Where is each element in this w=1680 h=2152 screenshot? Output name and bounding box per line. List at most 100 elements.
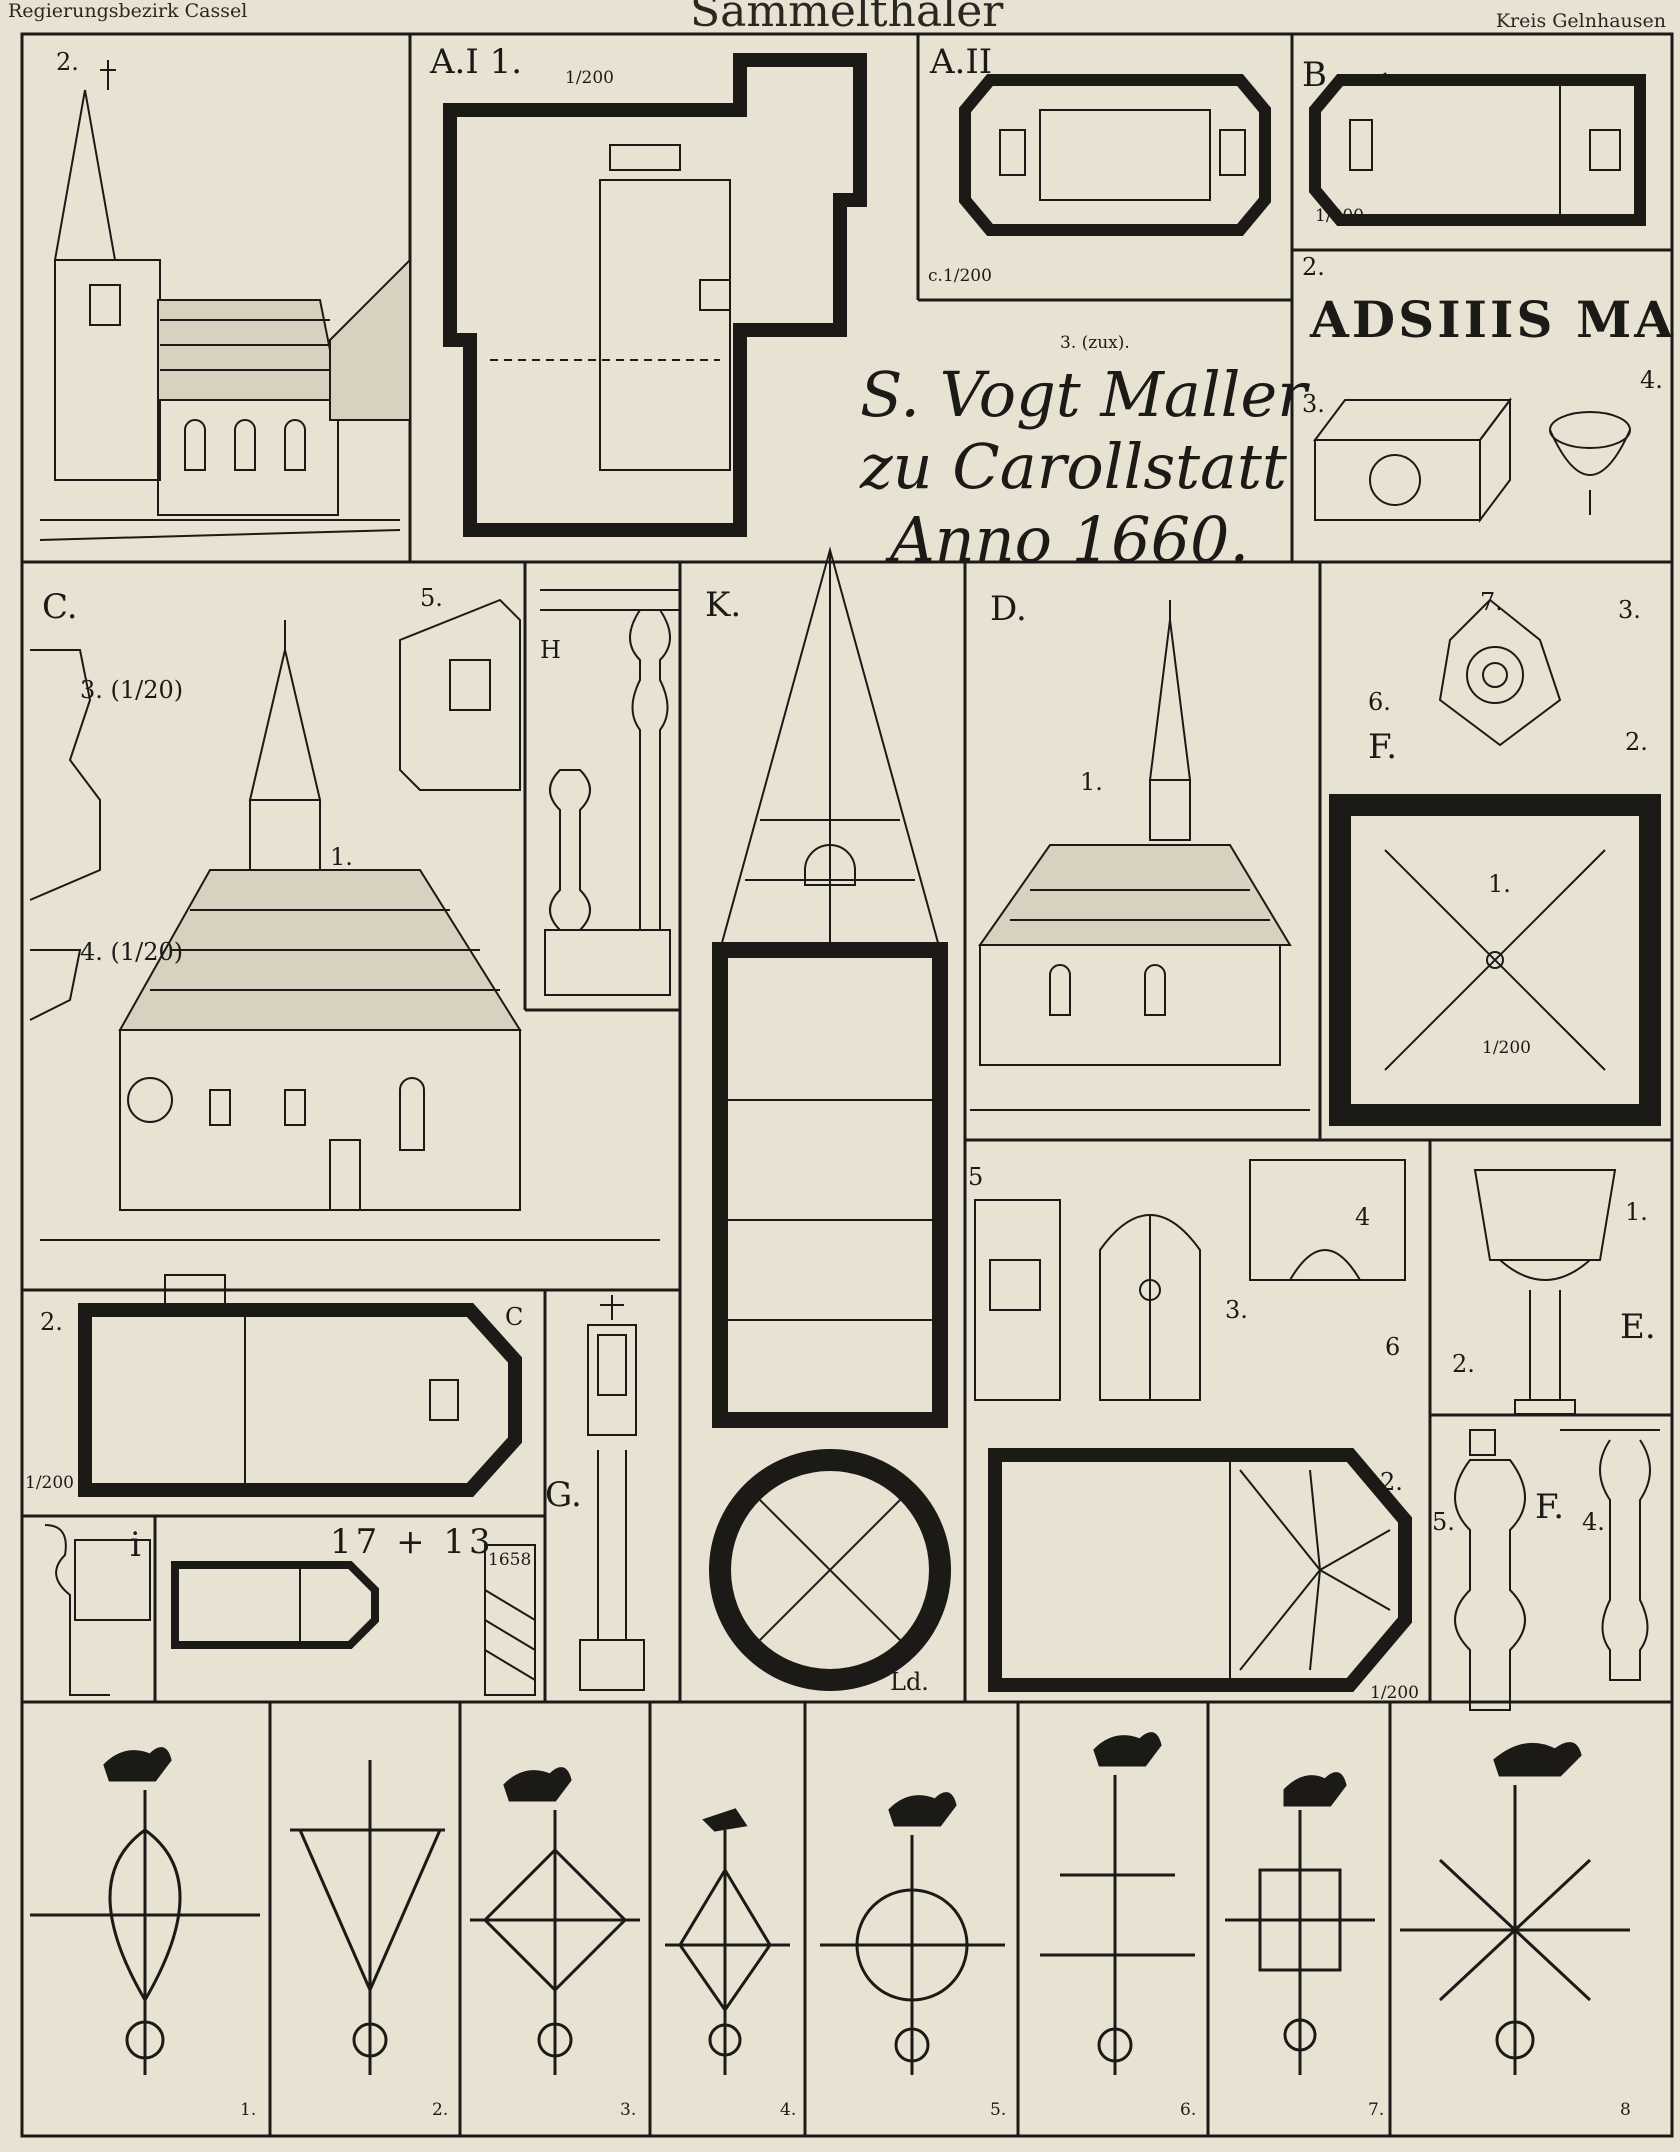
label-c: C.: [42, 587, 78, 627]
vault-plan-f1: [1329, 794, 1661, 1126]
label-a2-plan: A.II: [930, 42, 993, 82]
label-d6: 6: [1385, 1333, 1401, 1361]
church-sketch-d: [970, 600, 1310, 1111]
label-f-bottom: F.: [1535, 1487, 1565, 1527]
label-f5: 5.: [1432, 1508, 1455, 1536]
weathervane-3: [470, 1767, 640, 2075]
rosette-f7: [1438, 598, 1562, 747]
label-c-plan-c: C: [505, 1303, 524, 1331]
label-g: G.: [545, 1475, 582, 1515]
label-a1: A.I 1.: [430, 42, 523, 82]
label-b3: 3.: [1302, 390, 1325, 418]
label-c-plan2: 2.: [40, 1308, 63, 1336]
label-a2: 2.: [56, 48, 79, 76]
label-e: E.: [1620, 1307, 1656, 1347]
pew-c5: [399, 598, 521, 791]
church-sketch-a: [39, 60, 411, 541]
label-h: H: [540, 636, 561, 664]
post-f4: [1560, 1429, 1660, 1681]
outer-frame: [20, 32, 1674, 2138]
floorplan-a2: [959, 74, 1271, 236]
label-b4: 4.: [1640, 366, 1663, 394]
inscription-b2: ADSIIIS MA: [1310, 290, 1677, 349]
stone-box-b3: [1313, 397, 1512, 523]
label-c4: 4. (1/20): [80, 938, 184, 966]
carved-post: [484, 1544, 536, 1696]
label-d4: 4: [1355, 1203, 1371, 1231]
weathervane-label-4: 4.: [780, 2100, 797, 2120]
stone-bowl-b4: [1549, 411, 1631, 515]
baptismal-font-e1: [1473, 1169, 1617, 1415]
label-f6: 6.: [1368, 688, 1391, 716]
label-f-top: F.: [1368, 727, 1398, 767]
label-c1: 1.: [330, 843, 353, 871]
header-title: Sammelthaler: [690, 0, 1004, 37]
label-b-scale: 1/200: [1315, 206, 1364, 226]
label-i: i: [130, 1525, 141, 1565]
label-d: D.: [990, 589, 1027, 629]
label-d-scale: 1/200: [1370, 1683, 1419, 1703]
floorplan-c2: [78, 1274, 522, 1497]
label-f4: 4.: [1582, 1508, 1605, 1536]
weathervane-4: [665, 1808, 790, 2075]
church-sketch-c: [40, 620, 660, 1241]
label-d5: 5: [968, 1163, 984, 1191]
weathervane-label-2: 2.: [432, 2100, 449, 2120]
tower-section-k: [709, 546, 951, 1691]
weathervane-label-5: 5.: [990, 2100, 1007, 2120]
label-d2: 2.: [1380, 1468, 1403, 1496]
label-f-scale: 1/200: [1482, 1038, 1531, 1058]
weathervane-2: [290, 1760, 445, 2075]
label-f2: 2.: [1625, 728, 1648, 756]
baluster-f5: [1454, 1429, 1526, 1711]
handwriting-line-3: Anno 1660.: [890, 503, 1250, 576]
label-k: K.: [705, 585, 742, 625]
floorplan-b1: [1309, 74, 1646, 226]
label-f7: 7.: [1480, 588, 1503, 616]
label-c5: 5.: [420, 584, 443, 612]
floorplan-a1: [443, 53, 867, 537]
weathervane-label-6: 6.: [1180, 2100, 1197, 2120]
weathervane-1: [30, 1747, 260, 2075]
label-zux: 3. (zux).: [1060, 333, 1130, 353]
weathervane-label-7: 7.: [1368, 2100, 1385, 2120]
label-b: B.: [1302, 55, 1338, 95]
weathervane-row: [30, 1732, 1630, 2075]
wall-cupboard-d5: [974, 1199, 1061, 1401]
label-a1-scale: 1/200: [565, 68, 614, 88]
label-c-plan-scale: 1/200: [25, 1473, 74, 1493]
floorplan-d2: [988, 1448, 1412, 1692]
label-a2-scale: c.1/200: [928, 266, 992, 286]
weathervane-label-3: 3.: [620, 2100, 637, 2120]
moulding-i: [44, 1524, 151, 1696]
label-b1: 1.: [1380, 70, 1397, 90]
floorplan-small: [171, 1561, 379, 1649]
monogram: Ld.: [890, 1668, 929, 1696]
door-d3: [1099, 1214, 1201, 1401]
label-e1: 1.: [1625, 1198, 1648, 1226]
date-post: 1658: [488, 1550, 532, 1570]
label-e2: 2.: [1452, 1350, 1475, 1378]
weathervane-6: [1040, 1732, 1195, 2075]
label-c3: 3. (1/20): [80, 676, 184, 704]
panel-d4: [1249, 1159, 1406, 1281]
column-g: [579, 1295, 645, 1691]
label-d1: 1.: [1080, 768, 1103, 796]
header-region: Regierungsbezirk Cassel: [8, 0, 248, 22]
header-district: Kreis Gelnhausen: [1495, 10, 1666, 32]
weathervane-5: [820, 1792, 1005, 2075]
weathervane-label-1: 1.: [240, 2100, 257, 2120]
label-f3: 3.: [1618, 596, 1641, 624]
label-f1: 1.: [1488, 870, 1511, 898]
date-stone: 17 + 13: [330, 1522, 495, 1562]
weathervane-7: [1225, 1772, 1375, 2075]
moulding-profiles-c: [29, 649, 101, 1021]
label-d3: 3.: [1225, 1296, 1248, 1324]
baluster-h: [540, 589, 680, 996]
weathervane-label-8: 8: [1620, 2100, 1631, 2120]
handwriting-line-2: zu Carollstatt: [860, 430, 1287, 503]
handwriting-line-1: S. Vogt Maller: [860, 358, 1307, 431]
weathervane-8: [1400, 1742, 1630, 2075]
